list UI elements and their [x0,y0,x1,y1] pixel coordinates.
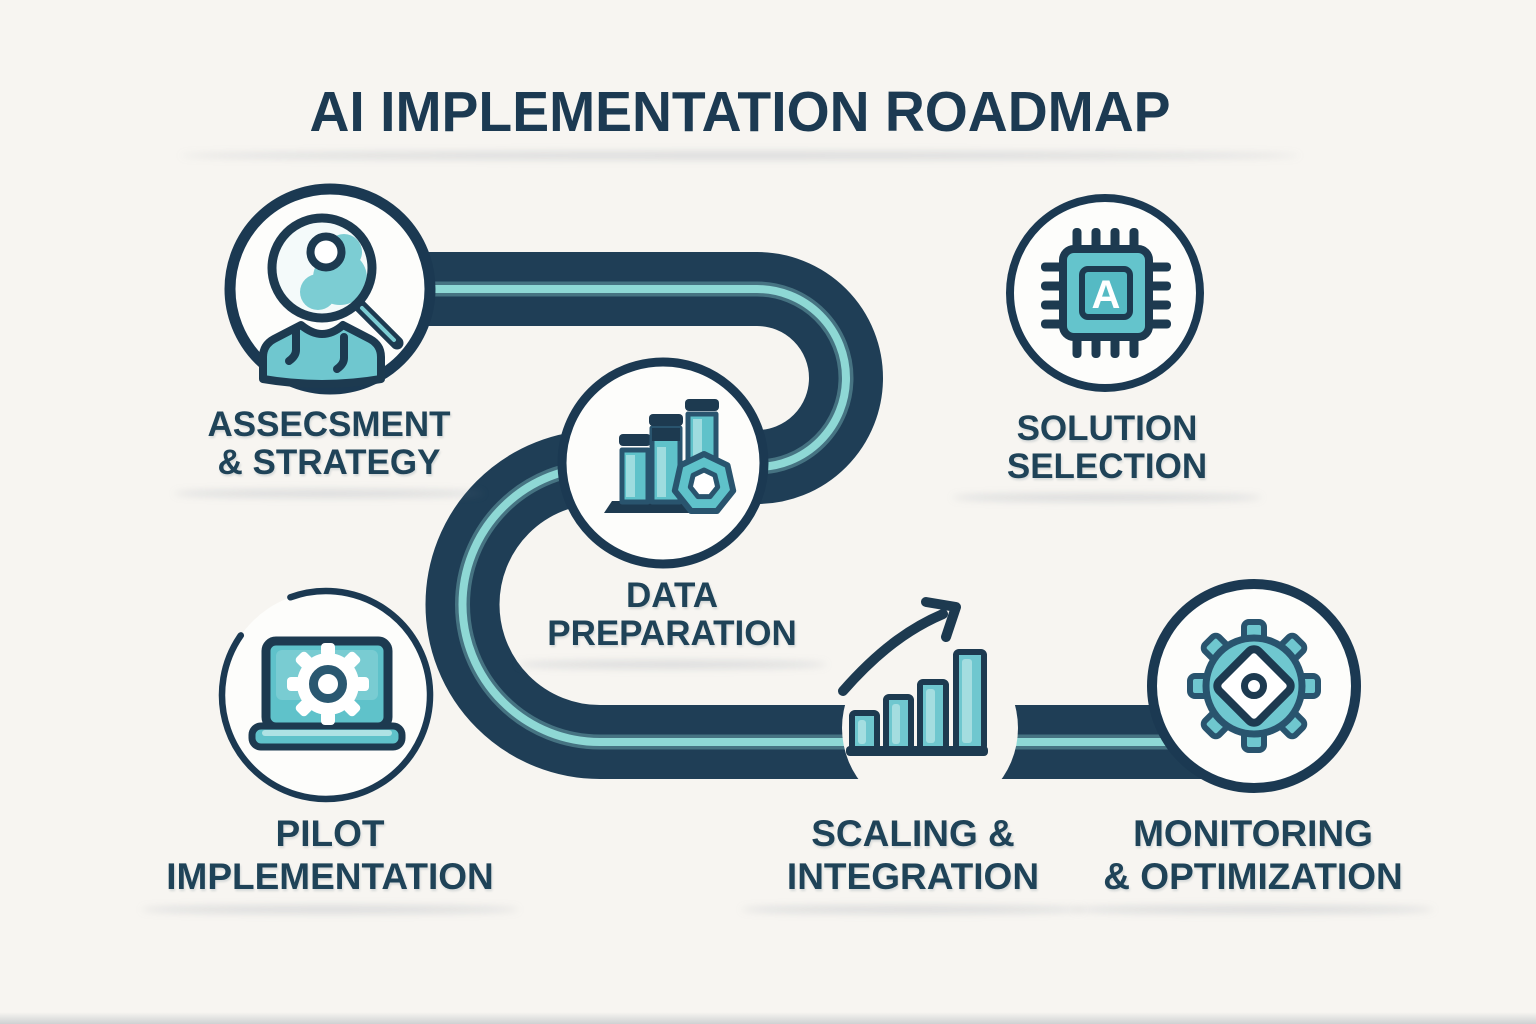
label-line: PILOT [275,813,385,854]
label-scaling-integration: SCALING & INTEGRATION [713,812,1113,913]
label-assessment-strategy: ASSECSMENT & STRATEGY [149,406,509,497]
label-line: IMPLEMENTATION [166,856,494,897]
label-line: & STRATEGY [217,443,441,482]
gear-diamond-icon [1187,619,1321,753]
label-data-preparation: DATA PREPARATION [492,577,852,668]
page-title: AI IMPLEMENTATION ROADMAP [22,82,1458,159]
label-line: SELECTION [1006,447,1208,486]
ai-chip-icon: A [1041,228,1171,358]
label-solution-selection: SOLUTION SELECTION [927,410,1287,501]
laptop-gear-icon [248,636,406,751]
label-line: DATA [625,576,718,615]
label-line: PREPARATION [547,614,797,653]
growth-bars-arrow-icon [838,597,988,756]
label-monitoring-optimization: MONITORING & OPTIMIZATION [1043,812,1463,913]
label-pilot-implementation: PILOT IMPLEMENTATION [110,812,550,913]
label-line: ASSECSMENT [207,405,451,444]
label-line: & OPTIMIZATION [1103,856,1403,897]
label-line: INTEGRATION [786,856,1040,897]
label-line: SCALING & [811,813,1015,854]
person-magnifier-icon [259,213,404,388]
bar-chart-gear-icon [604,399,737,514]
label-line: SOLUTION [1016,409,1198,448]
label-line: MONITORING [1133,813,1373,854]
chip-letter: A [1092,273,1121,317]
bottom-shadow-band [0,1012,1536,1024]
